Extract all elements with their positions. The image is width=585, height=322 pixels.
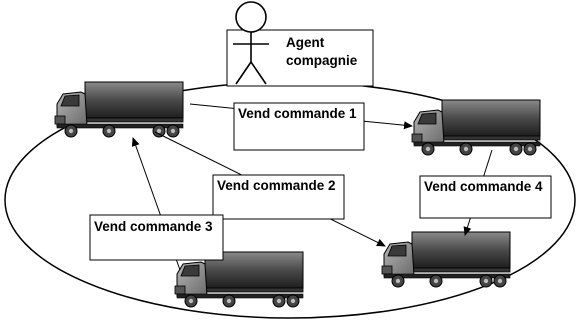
person-icon <box>233 1 269 85</box>
label-cmd2: Vend commande 2 <box>217 178 336 193</box>
truck-icon <box>411 99 541 156</box>
agent-label-line1: Agent <box>286 35 325 50</box>
label-cmd3: Vend commande 3 <box>94 219 213 234</box>
label-box-cmd4 <box>419 175 552 219</box>
label-box-cmd1 <box>233 102 365 151</box>
truck-icon <box>54 81 184 138</box>
label-cmd4: Vend commande 4 <box>424 179 543 194</box>
label-cmd1: Vend commande 1 <box>238 106 357 121</box>
agent-label-line2: compagnie <box>286 53 358 68</box>
truck-icon <box>381 231 511 288</box>
label-box-cmd2 <box>212 174 345 220</box>
label-box-cmd3 <box>89 214 224 261</box>
